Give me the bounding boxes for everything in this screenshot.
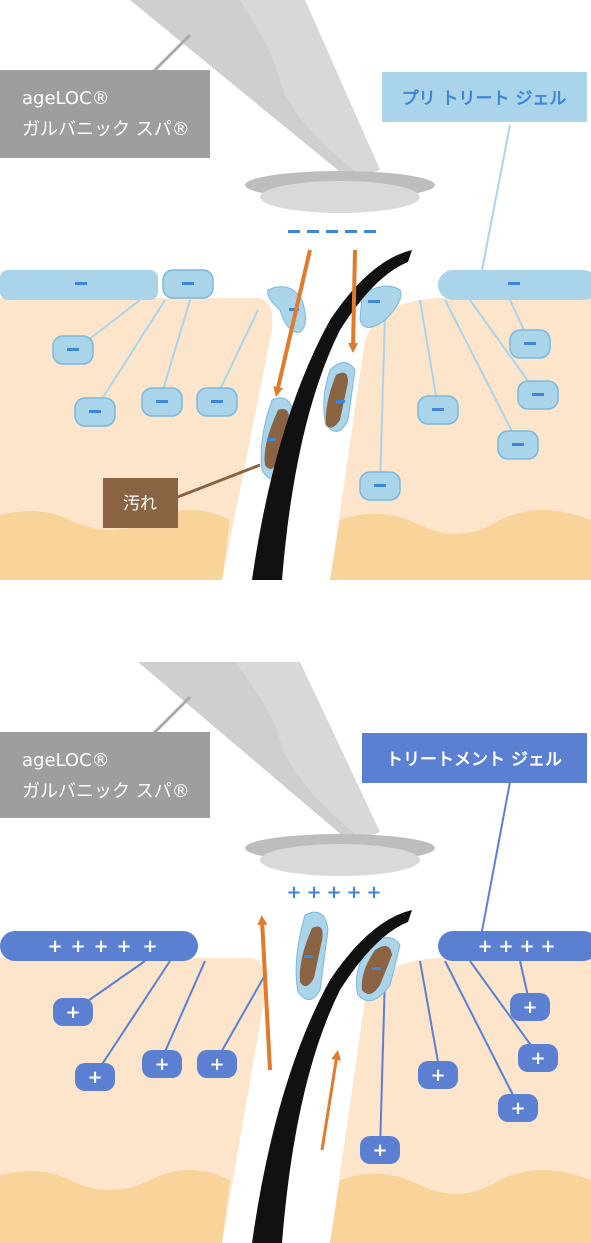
electrode-charges: + + + + +: [286, 882, 381, 903]
charge-connectors: [77, 124, 539, 486]
svg-text:+: +: [366, 882, 381, 903]
svg-text:+: +: [477, 936, 492, 957]
svg-text:+: +: [47, 936, 62, 957]
hair: [252, 910, 412, 1243]
electrode-charges: [288, 230, 376, 233]
svg-text:+: +: [209, 1054, 224, 1075]
device-label-line2: ガルバニック スパ®: [22, 119, 190, 140]
svg-text:+: +: [530, 1048, 545, 1069]
device-label-line2: ガルバニック スパ®: [22, 781, 190, 802]
skin-left-deep: [0, 1170, 230, 1243]
gel-layer-right: [438, 931, 591, 961]
svg-text:+: +: [519, 936, 534, 957]
dirt-blob-left: [264, 409, 289, 469]
device-label-box: [0, 732, 210, 818]
negative-charge-marks: [67, 282, 544, 487]
charge-mark: [372, 967, 381, 970]
svg-text:+: +: [346, 882, 361, 903]
gel-label: トリートメント ジェル: [386, 750, 562, 770]
svg-text:+: +: [93, 936, 108, 957]
svg-text:+: +: [430, 1065, 445, 1086]
svg-text:+: +: [498, 936, 513, 957]
hair: [252, 250, 412, 580]
pore-gel-right-top: [359, 285, 402, 328]
device-handle-shade: [235, 662, 380, 838]
skin-right: [330, 298, 591, 580]
svg-text:+: +: [65, 1002, 80, 1023]
svg-text:+: +: [154, 1054, 169, 1075]
svg-text:+: +: [540, 936, 555, 957]
svg-text:+: +: [522, 997, 537, 1018]
device-label-line1: ageLOC®: [22, 88, 110, 109]
arrow-up-left: [257, 915, 272, 1071]
charge-connectors: [74, 781, 539, 1151]
panel-treatment: + + + + + + + + + + + + + + + + + +: [0, 662, 591, 1243]
svg-text:+: +: [116, 936, 131, 957]
svg-text:+: +: [70, 936, 85, 957]
charge-mark: [304, 955, 313, 958]
positive-charge-marks: + + + + + + + + + + + + + + + + + +: [47, 936, 555, 1161]
pore-gel-left-top: [267, 286, 306, 333]
gel-label-box: [362, 733, 587, 783]
arrow-down-right: [348, 249, 359, 353]
positive-charges: [53, 993, 558, 1164]
svg-text:+: +: [286, 882, 301, 903]
panel-pre-treat: ageLOC® ガルバニック スパ® プリ トリート ジェル 汚れ: [0, 0, 591, 580]
device-label-box: [0, 70, 210, 158]
gel-layer-left: [0, 931, 198, 961]
skin-right-deep: [330, 510, 591, 580]
charge-mark: [267, 438, 276, 441]
svg-text:+: +: [326, 882, 341, 903]
svg-text:+: +: [306, 882, 321, 903]
device-label-line1: ageLOC®: [22, 750, 110, 771]
skin-right-deep: [330, 1170, 591, 1243]
charge-mark: [289, 308, 299, 311]
svg-text:+: +: [142, 936, 157, 957]
arrow-down-left: [273, 249, 312, 397]
svg-text:+: +: [510, 1098, 525, 1119]
gel-label: プリ トリート ジェル: [402, 88, 567, 109]
skin-left: [0, 298, 273, 580]
gel-label-box: [382, 72, 587, 122]
charge-mark: [368, 300, 380, 303]
arrow-up-right: [320, 1050, 342, 1151]
dirt-label: 汚れ: [123, 494, 157, 514]
charge-mark: [336, 400, 345, 403]
svg-text:+: +: [372, 1140, 387, 1161]
device-handle-shade: [240, 0, 380, 175]
dirt-label-box: [103, 478, 178, 528]
svg-text:+: +: [87, 1067, 102, 1088]
